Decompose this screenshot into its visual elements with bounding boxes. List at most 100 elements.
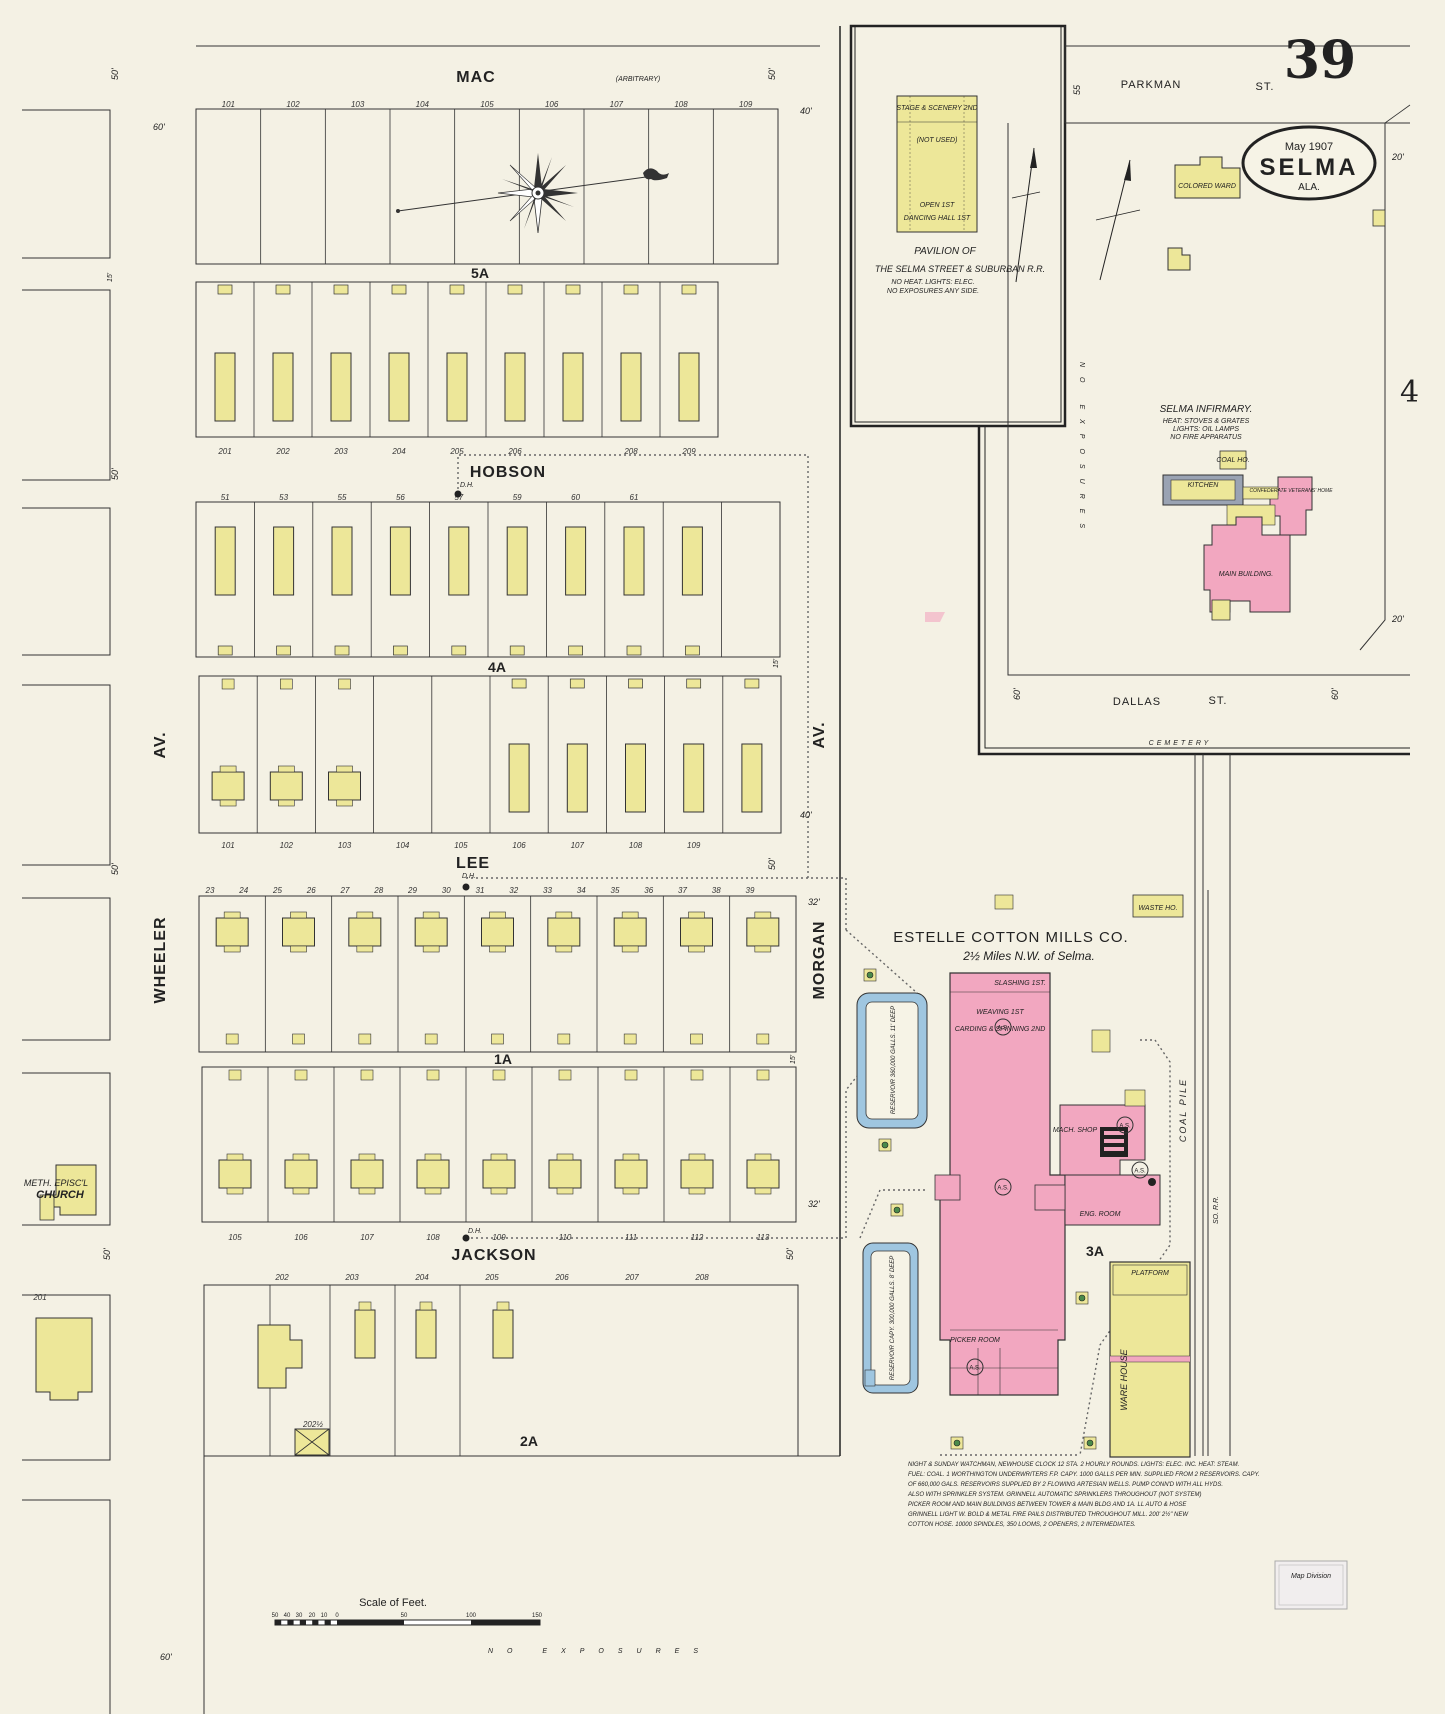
pavilion-title: PAVILION OF (914, 246, 976, 257)
porch (688, 911, 705, 919)
porch (219, 765, 237, 773)
dwelling (328, 771, 361, 801)
scale-tick-label: 50 (401, 1613, 408, 1619)
lot-number: 60 (571, 493, 580, 502)
dwelling (620, 352, 642, 422)
porch (621, 945, 639, 953)
porch (223, 911, 241, 919)
street-morgan: MORGAN (811, 921, 828, 1000)
dwelling (215, 917, 249, 947)
mill-note-line: NIGHT & SUNDAY WATCHMAN, NEWHOUSE CLOCK … (908, 1462, 1239, 1468)
dwelling (566, 743, 588, 813)
mill-note-line: OF 660,000 GALS. RESERVOIRS SUPPLIED BY … (908, 1482, 1223, 1488)
lot-number: 111 (625, 1233, 637, 1242)
mill-subtitle: 2½ Miles N.W. of Selma. (962, 949, 1095, 963)
dwelling-house-marker (462, 1234, 470, 1242)
dwelling (284, 1159, 318, 1189)
lot-number: 104 (416, 100, 430, 109)
lot-number: 206 (554, 1273, 569, 1282)
dwelling (681, 526, 703, 596)
lot-number: 206 (507, 447, 522, 456)
scale-of-feet (274, 1619, 541, 1626)
outbuilding (217, 645, 233, 656)
lot-number: 31 (476, 886, 485, 895)
confederate-home-label: CONFEDERATE VETERANS' HOME (1249, 488, 1333, 494)
porch (277, 799, 295, 807)
lot-number: 56 (396, 493, 405, 502)
porch (555, 945, 573, 953)
pavilion-building (896, 95, 978, 233)
dim-60-b: 60' (160, 1652, 172, 1662)
mill-notes: NIGHT & SUNDAY WATCHMAN, NEWHOUSE CLOCK … (907, 1462, 1260, 1528)
scale-tick-label: 10 (321, 1613, 328, 1619)
dh-label-hobson: D.H. (460, 482, 474, 489)
dwelling (269, 771, 303, 801)
porch (555, 911, 573, 919)
street-mac: MAC (456, 69, 495, 86)
dwelling (273, 526, 295, 596)
outbuilding (626, 645, 642, 656)
outbuilding (279, 678, 293, 690)
outbuilding (756, 1033, 770, 1045)
dwelling (211, 771, 245, 801)
as-marker (1131, 1161, 1149, 1179)
lot-number: 36 (644, 886, 653, 895)
outbuilding (558, 1069, 572, 1081)
porch (556, 1187, 574, 1195)
infirmary-note-1: HEAT: STOVES & GRATES (1163, 418, 1250, 425)
outbuilding (217, 284, 233, 295)
porch (226, 1187, 244, 1195)
pavilion-label-dancing: DANCING HALL 1ST (904, 215, 971, 222)
porch (422, 945, 440, 953)
lot-number: 33 (543, 886, 552, 895)
dwelling-201 (35, 1317, 93, 1401)
north-arrow-icon (1011, 147, 1041, 283)
porch (419, 1301, 433, 1311)
lot-number: 106 (512, 841, 526, 850)
porch (424, 1153, 442, 1161)
scale-tick-label: 50 (272, 1613, 279, 1619)
dwelling (741, 743, 763, 813)
outbuilding (424, 1033, 438, 1045)
library-stamp (1274, 1560, 1348, 1610)
lot-number: 38 (712, 886, 721, 895)
lot-number: 25 (272, 886, 282, 895)
outbuilding (228, 1069, 242, 1081)
mill-weaving-label: WEAVING 1ST (976, 1009, 1024, 1016)
pavilion-note-1: NO HEAT. LIGHTS: ELEC. (891, 279, 974, 286)
vacant-structure-2022 (294, 1428, 330, 1456)
outbuilding (623, 1033, 637, 1045)
dim-50-d: 50' (110, 863, 120, 875)
dwelling (614, 1159, 648, 1189)
dwelling (214, 526, 236, 596)
outbuilding (492, 1069, 506, 1081)
porch (358, 1301, 372, 1311)
lot-number: 105 (454, 841, 468, 850)
mill-complex: A.S.A.S.A.S.A.S.A.S.A.S.A.S. (856, 894, 1191, 1458)
scale-tick-label: 40 (284, 1613, 291, 1619)
dwelling (414, 917, 448, 947)
warehouse-label: WARE HOUSE (1119, 1348, 1129, 1410)
dwelling (746, 917, 780, 947)
dwelling-house-marker (462, 883, 470, 891)
mill-slashing-label: SLASHING 1ST. (994, 980, 1046, 987)
mill-machine-shop-label: MACH. SHOP (1053, 1127, 1098, 1134)
lot-number: 203 (344, 1273, 359, 1282)
scale-seg (337, 1620, 404, 1625)
pavilion-label-stage: STAGE & SCENERY 2ND (896, 105, 977, 112)
lot-number: 109 (492, 1233, 506, 1242)
as-label: A.S. (997, 1186, 1009, 1192)
scale-tick-label: 0 (335, 1613, 339, 1619)
outbuilding (681, 284, 697, 295)
dwelling (330, 352, 352, 422)
no-exposures-mid: NO EXPOSURES (1078, 362, 1085, 538)
lot-number: 34 (577, 886, 586, 895)
porch (490, 1187, 508, 1195)
outbuilding (569, 678, 585, 689)
dwelling (348, 917, 382, 947)
porch (422, 911, 440, 919)
outbuilding (276, 645, 291, 656)
